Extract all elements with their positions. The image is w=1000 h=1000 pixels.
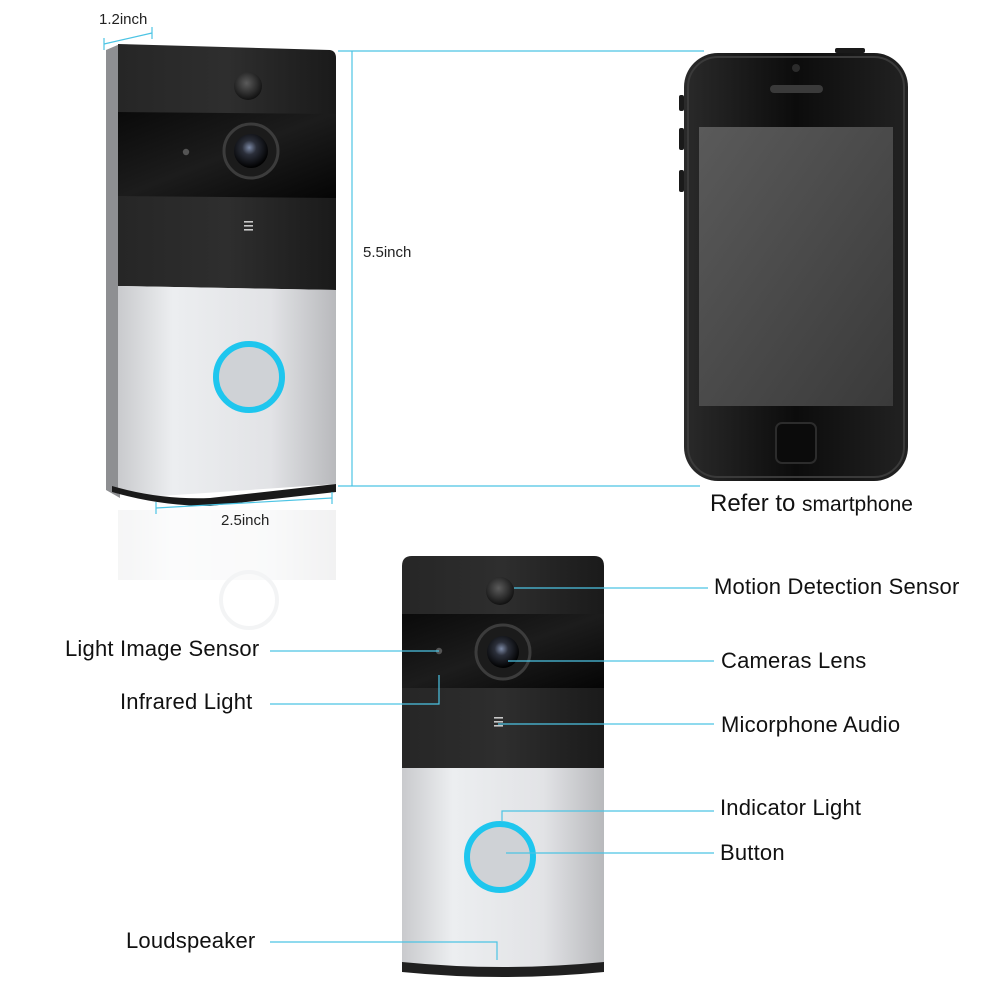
phone-earpiece xyxy=(770,85,823,93)
leader-lines xyxy=(270,587,714,960)
light-sensor-dot xyxy=(182,148,190,156)
dimension-height-label: 5.5inch xyxy=(363,244,412,261)
camera-lens-inner xyxy=(234,134,268,168)
label-motion-sensor: Motion Detection Sensor xyxy=(714,574,960,599)
leader-loudspeaker xyxy=(270,941,498,960)
front-microphone-icon xyxy=(494,717,503,727)
button-ring-icon xyxy=(213,341,285,413)
front-bottom-edge xyxy=(402,962,604,977)
doorbell-top xyxy=(106,44,336,506)
smartphone xyxy=(679,48,908,481)
pir-sensor-icon xyxy=(234,72,262,100)
doorbell-reflection xyxy=(118,510,336,630)
label-light-image-sensor: Light Image Sensor xyxy=(65,636,260,661)
leader-infrared-light xyxy=(270,675,440,705)
label-loudspeaker: Loudspeaker xyxy=(126,928,256,953)
label-microphone: Micorphone Audio xyxy=(721,712,901,737)
label-button: Button xyxy=(720,840,785,865)
doorbell-bottom-edge xyxy=(112,484,336,506)
phone-volume-down xyxy=(679,170,684,192)
dimension-width-label: 2.5inch xyxy=(221,512,270,529)
phone-power-button xyxy=(835,48,865,53)
phone-side-switch xyxy=(679,95,684,111)
phone-caption-part1: Refer to xyxy=(710,490,796,517)
phone-home-button xyxy=(775,422,817,464)
leader-indicator-light xyxy=(501,810,714,822)
doorbell-front xyxy=(402,556,604,977)
phone-camera-dot xyxy=(792,64,800,72)
front-camera-lens-inner xyxy=(487,636,519,668)
phone-volume-up xyxy=(679,128,684,150)
phone-caption: Refer to smartphone xyxy=(710,490,913,518)
microphone-icon xyxy=(244,221,253,231)
front-button-ring-icon xyxy=(464,821,536,893)
doorbell-side xyxy=(106,44,120,498)
phone-screen xyxy=(699,127,893,406)
dimension-lines xyxy=(103,27,704,514)
dimension-depth-label: 1.2inch xyxy=(99,11,148,28)
label-infrared-light: Infrared Light xyxy=(120,689,253,714)
front-pir-sensor-icon xyxy=(486,577,514,605)
phone-caption-part2: smartphone xyxy=(802,493,913,516)
label-camera-lens: Cameras Lens xyxy=(721,648,867,673)
phone-bezel-edge xyxy=(687,56,905,478)
label-indicator-light: Indicator Light xyxy=(720,795,862,820)
